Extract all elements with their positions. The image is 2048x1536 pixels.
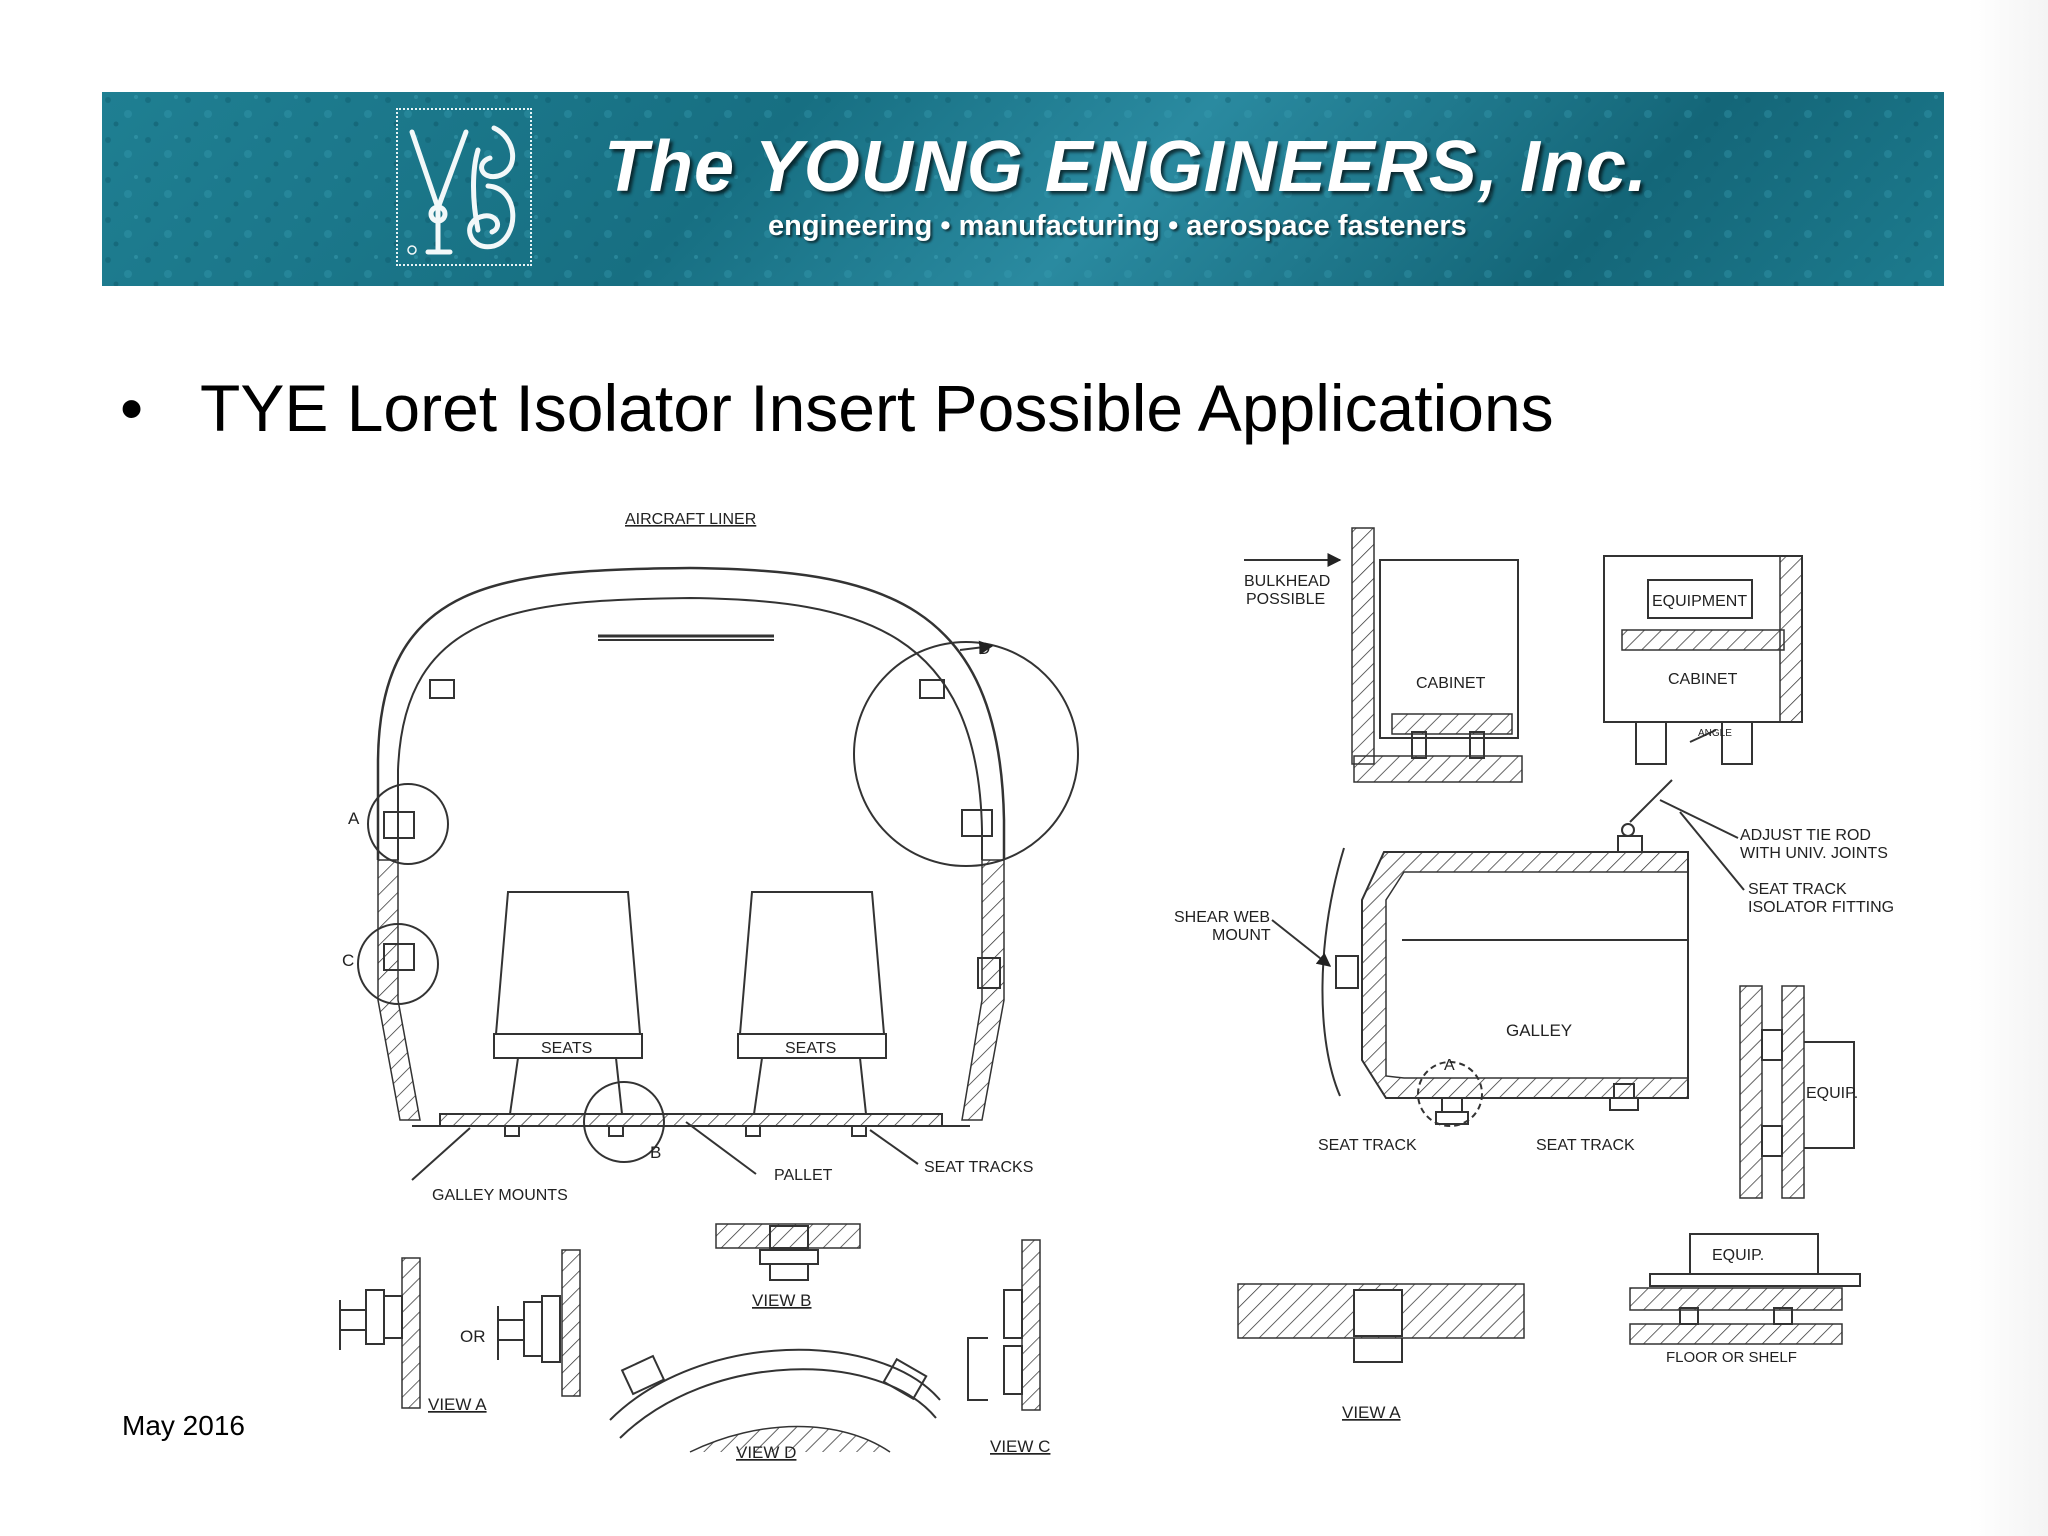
label-seats-right: SEATS (785, 1040, 836, 1057)
label-seat-track-right: SEAT TRACK (1536, 1137, 1635, 1154)
slide-title: TYE Loret Isolator Insert Possible Appli… (200, 371, 1554, 445)
marker-b: B (650, 1143, 661, 1162)
bullet-item: • TYE Loret Isolator Insert Possible Appl… (120, 370, 1554, 446)
label-equipment: EQUIPMENT (1652, 593, 1747, 610)
label-floor-or-shelf: FLOOR OR SHELF (1666, 1349, 1797, 1366)
marker-d: D (978, 639, 990, 658)
company-name: The YOUNG ENGINEERS, Inc. (604, 127, 1648, 207)
label-view-a-right: VIEW A (1342, 1403, 1401, 1422)
label-angle: ANGLE (1698, 728, 1732, 739)
header-banner: The YOUNG ENGINEERS, Inc. engineering • … (102, 92, 1944, 286)
label-seat-track-left: SEAT TRACK (1318, 1137, 1417, 1154)
label-seats-left: SEATS (541, 1040, 592, 1057)
label-cabinet-left: CABINET (1416, 675, 1486, 692)
yeg-monogram-logo (396, 108, 532, 266)
label-aircraft-liner: AIRCRAFT LINER (625, 511, 756, 528)
label-cabinet-right: CABINET (1668, 671, 1738, 688)
label-view-b: VIEW B (752, 1291, 812, 1310)
label-galley: GALLEY (1506, 1021, 1572, 1040)
marker-a-right: A (1444, 1057, 1455, 1074)
label-seat-track-fitting-2: ISOLATOR FITTING (1748, 899, 1894, 916)
label-equip-floor: EQUIP. (1712, 1247, 1764, 1264)
detail-views-left (339, 1223, 1041, 1453)
label-view-d: VIEW D (736, 1443, 796, 1462)
label-adjust-tie-rod-2: WITH UNIV. JOINTS (1740, 845, 1888, 862)
label-galley-mounts: GALLEY MOUNTS (432, 1187, 568, 1204)
label-equip-side: EQUIP. (1806, 1085, 1858, 1102)
label-view-a-left: VIEW A (428, 1395, 487, 1414)
label-pallet: PALLET (774, 1167, 833, 1184)
label-seat-track-fitting-1: SEAT TRACK (1748, 881, 1847, 898)
label-bulkhead-2: POSSIBLE (1246, 591, 1325, 608)
slide-date: May 2016 (122, 1410, 245, 1441)
slide-edge-shade (1968, 0, 2048, 1536)
label-shear-web-1: SHEAR WEB (1174, 909, 1270, 926)
marker-a: A (348, 809, 360, 828)
galley-equipment-drawings (1237, 527, 1861, 1363)
bullet-marker: • (120, 371, 144, 445)
label-or: OR (460, 1327, 486, 1346)
marker-c: C (342, 951, 354, 970)
company-tagline: engineering • manufacturing • aerospace … (768, 210, 1467, 242)
label-shear-web-2: MOUNT (1212, 927, 1271, 944)
label-bulkhead-1: BULKHEAD (1244, 573, 1330, 590)
label-seat-tracks: SEAT TRACKS (924, 1159, 1033, 1176)
label-adjust-tie-rod-1: ADJUST TIE ROD (1740, 827, 1871, 844)
label-view-c: VIEW C (990, 1437, 1050, 1456)
fuselage-cross-section: AIRCRAFT LINER (357, 511, 1079, 1181)
